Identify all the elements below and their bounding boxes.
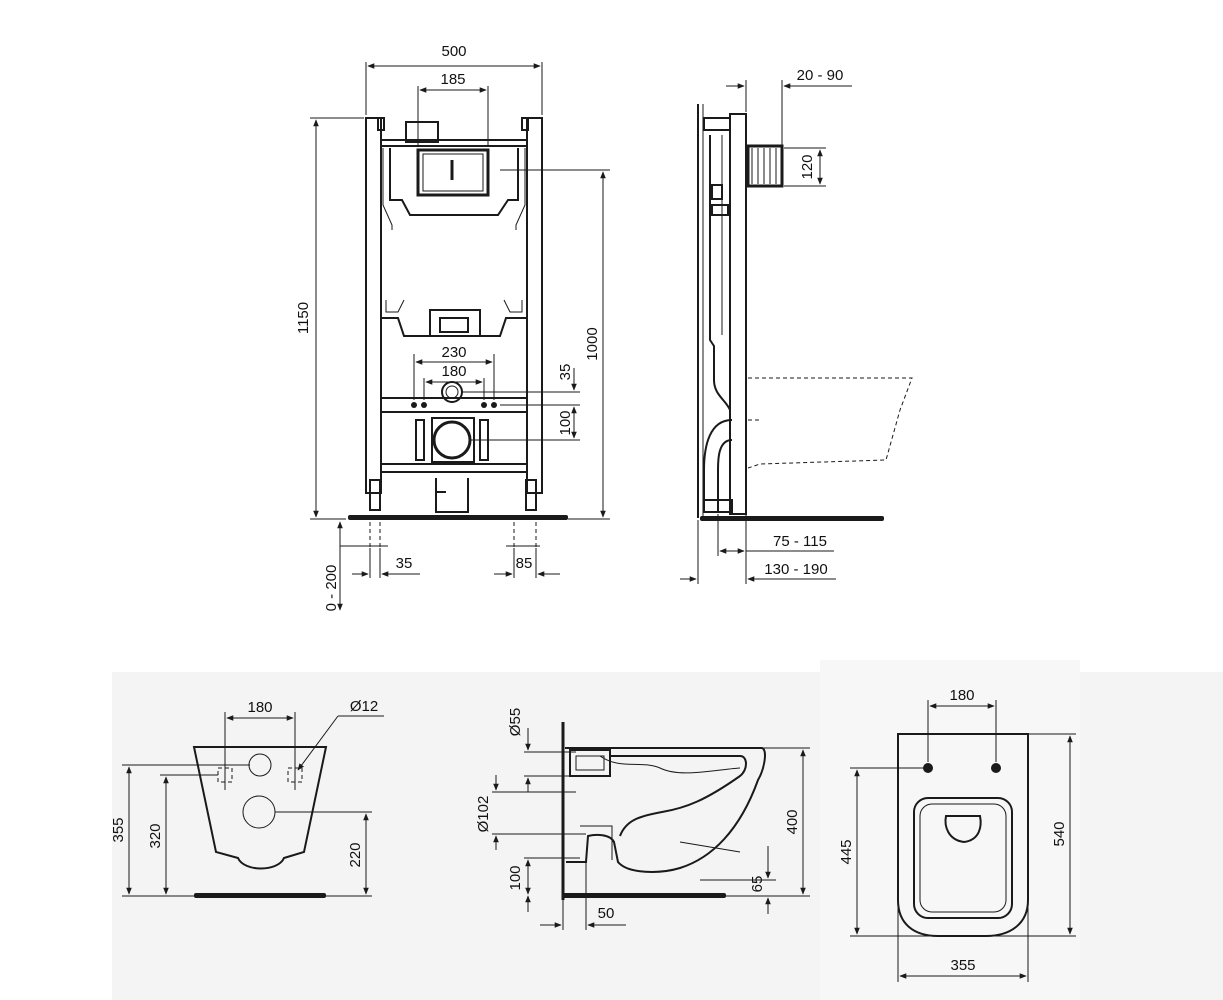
pan-rear-view: 180 Ø12 355 320 220 — [110, 698, 384, 898]
dim-35-right: 35 — [557, 364, 574, 381]
dim-180-rear: 180 — [247, 699, 272, 716]
top-view-panel-background — [820, 660, 1080, 1000]
dim-120: 120 — [799, 154, 816, 179]
dim-355-top: 355 — [950, 957, 975, 974]
dim-185: 185 — [440, 71, 465, 88]
dim-20-90: 20 - 90 — [797, 67, 844, 84]
pan-side-view: Ø55 Ø102 100 50 400 65 — [475, 708, 810, 930]
dim-320: 320 — [147, 823, 164, 848]
dim-d12: Ø12 — [350, 698, 378, 715]
pan-top-view: 180 445 540 355 — [838, 687, 1076, 982]
dim-100-frame: 100 — [557, 410, 574, 435]
dim-230: 230 — [441, 344, 466, 361]
dim-50: 50 — [598, 905, 615, 922]
dim-1150: 1150 — [295, 302, 312, 334]
dim-130-190: 130 - 190 — [764, 561, 827, 578]
dim-220: 220 — [347, 842, 364, 867]
dim-85-leg: 85 — [516, 555, 533, 572]
dim-75-115: 75 - 115 — [773, 533, 827, 550]
dim-445: 445 — [838, 839, 855, 864]
dim-100-pan: 100 — [507, 865, 524, 890]
dim-540: 540 — [1051, 821, 1068, 846]
dim-leg-range: 0 - 200 — [323, 565, 340, 612]
dim-355-rear: 355 — [110, 817, 127, 842]
dim-d102: Ø102 — [475, 796, 492, 833]
dim-180-top: 180 — [949, 687, 974, 704]
frame-side-view: 20 - 90 120 75 - 115 130 - 190 — [680, 67, 913, 584]
dim-500: 500 — [441, 43, 466, 60]
dim-1000: 1000 — [584, 327, 601, 360]
dim-d55: Ø55 — [507, 708, 524, 736]
dim-65: 65 — [749, 876, 766, 893]
frame-front-view: 500 185 1150 1000 230 180 35 — [295, 43, 610, 611]
dim-400: 400 — [784, 809, 801, 834]
dim-35-leg: 35 — [396, 555, 413, 572]
dim-180-frame: 180 — [441, 363, 466, 380]
